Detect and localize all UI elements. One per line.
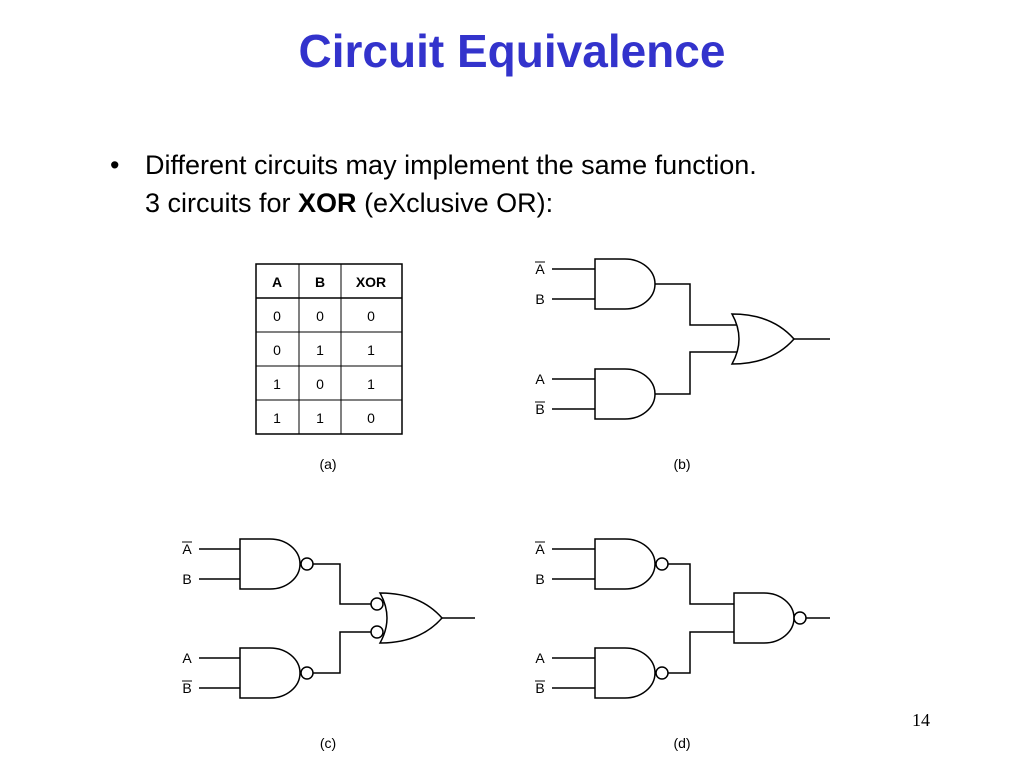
input-label-b-bar: B (182, 680, 191, 696)
bullet-line-2: 3 circuits for XOR (eXclusive OR): (145, 184, 553, 222)
table-header-b: B (315, 274, 325, 290)
page-number: 14 (912, 710, 930, 730)
inversion-bubble (793, 611, 807, 625)
circuit-b: A B A B (b) (535, 258, 830, 472)
caption-c: (c) (320, 735, 336, 751)
inversion-bubble (370, 597, 384, 611)
input-label-b: B (535, 571, 544, 587)
truth-table: A B XOR 0 0 0 0 1 1 1 0 1 1 1 0 (a) (255, 263, 403, 472)
caption-d: (d) (673, 735, 690, 751)
inversion-bubble (370, 625, 384, 639)
table-cell: 1 (316, 410, 324, 426)
inversion-bubble (655, 557, 669, 571)
and-gate (594, 368, 656, 420)
caption-a: (a) (319, 456, 336, 472)
circuit-c: A B A B (c) (182, 538, 475, 751)
nand-gate (239, 538, 301, 590)
circuit-d: A B A B (d) (535, 538, 830, 751)
input-label-a-bar: A (182, 541, 192, 557)
table-cell: 1 (367, 376, 375, 392)
table-header-xor: XOR (356, 274, 386, 290)
or-gate (379, 592, 443, 644)
table-cell: 0 (273, 308, 281, 324)
caption-b: (b) (673, 456, 690, 472)
input-label-b: B (182, 571, 191, 587)
table-cell: 1 (273, 376, 281, 392)
table-cell: 1 (316, 342, 324, 358)
bullet-line-2-pre: 3 circuits for (145, 188, 299, 218)
input-label-a: A (535, 650, 545, 666)
or-gate (731, 313, 795, 365)
table-cell: 1 (367, 342, 375, 358)
nand-gate (594, 538, 656, 590)
inversion-bubble (655, 666, 669, 680)
input-label-a: A (182, 650, 192, 666)
table-cell: 0 (316, 376, 324, 392)
table-cell: 0 (273, 342, 281, 358)
input-label-b-bar: B (535, 401, 544, 417)
bullet-line-1: Different circuits may implement the sam… (145, 150, 757, 180)
table-cell: 0 (367, 308, 375, 324)
input-label-a-bar: A (535, 541, 545, 557)
table-cell: 0 (316, 308, 324, 324)
table-cell: 1 (273, 410, 281, 426)
inversion-bubble (300, 666, 314, 680)
bullet-marker: • (110, 150, 120, 180)
inversion-bubble (300, 557, 314, 571)
table-header-a: A (272, 274, 282, 290)
table-cell: 0 (367, 410, 375, 426)
nand-gate (594, 647, 656, 699)
input-label-a: A (535, 371, 545, 387)
input-label-a-bar: A (535, 261, 545, 277)
nand-gate (733, 592, 795, 644)
nand-gate (239, 647, 301, 699)
xor-keyword: XOR (298, 188, 357, 218)
input-label-b: B (535, 291, 544, 307)
bullet-line-2-post: (eXclusive OR): (356, 188, 554, 218)
and-gate (594, 258, 656, 310)
input-label-b-bar: B (535, 680, 544, 696)
slide-title: Circuit Equivalence (298, 25, 726, 77)
